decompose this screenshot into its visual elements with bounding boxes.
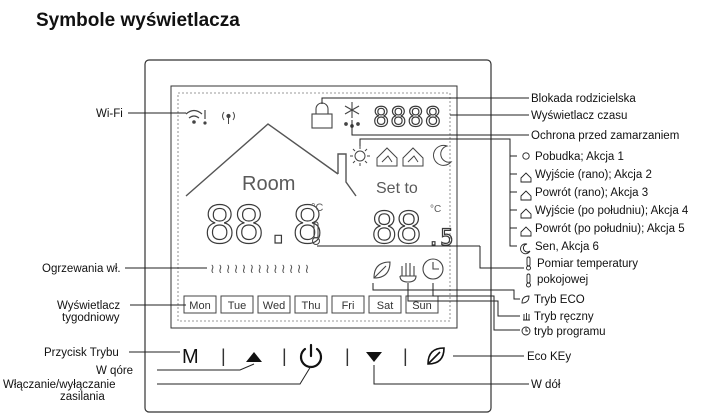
label-power-cut: zasilania — [60, 391, 105, 403]
day-label-fri: Fri — [342, 300, 355, 312]
house-outline — [185, 123, 357, 197]
label-temp-measure-2: pokojowej — [537, 274, 588, 286]
room-temperature: 88.8 — [204, 196, 321, 256]
label-mode-program: tryb programu — [534, 326, 606, 338]
day-box-sat — [368, 295, 402, 314]
day-label-wed: Wed — [263, 300, 285, 312]
label-mode-eco: Tryb ECO — [534, 294, 585, 306]
label-action-5: Powrót (po południu); Akcja 5 — [535, 223, 685, 235]
set-decimal: .5 — [427, 226, 454, 251]
action-list-icons — [520, 152, 532, 255]
sun-icon — [350, 146, 370, 166]
temp-measure-icons — [526, 256, 531, 288]
label-child-lock: Blokada rodzicielska — [531, 93, 636, 105]
separator-3: | — [345, 346, 350, 366]
room-unit: °C — [311, 202, 323, 214]
day-label-sat: Sat — [377, 300, 394, 312]
up-button[interactable] — [246, 352, 262, 362]
mode-button[interactable]: M — [182, 346, 199, 368]
label-mode-manual: Tryb ręczny — [534, 311, 594, 323]
day-box-thu — [294, 295, 328, 314]
antenna-icon — [222, 111, 235, 124]
label-time-display: Wyświetlacz czasu — [531, 110, 627, 122]
left-leaders — [125, 112, 312, 385]
label-weekday-cut: tygodniowy — [62, 312, 120, 324]
weekday-bar: Mon Tue Wed Thu Fri Sat Sun — [183, 295, 439, 314]
eco-key-button[interactable] — [427, 347, 445, 365]
label-heating: Ogrzewania wł. — [42, 263, 121, 275]
house-out-icon — [376, 147, 398, 167]
day-box-wed — [257, 295, 291, 314]
label-frost: Ochrona przed zamarzaniem — [531, 130, 679, 142]
day-box-sun — [405, 295, 439, 314]
clock-icon — [422, 258, 444, 280]
label-power: Włączanie/wyłączanie — [3, 379, 116, 391]
label-action-3: Powrót (rano); Akcja 3 — [535, 187, 648, 199]
right-leaders — [317, 97, 529, 385]
page-title: Symbole wyświetlacza — [36, 10, 240, 31]
day-box-tue — [220, 295, 254, 314]
eco-leaf-icon — [373, 261, 391, 279]
lcd-inner — [177, 92, 451, 322]
label-down: W dół — [531, 379, 561, 391]
label-action-6: Sen, Akcja 6 — [535, 241, 599, 253]
clock-display: 8888 — [373, 102, 442, 133]
separator-1: | — [221, 346, 226, 366]
label-up: W qóre — [96, 365, 133, 377]
day-label-mon: Mon — [189, 300, 210, 312]
label-weekday: Wyświetlacz — [57, 300, 120, 312]
label-action-4: Wyjście (po południu); Akcja 4 — [535, 205, 689, 217]
label-action-1: Pobudka; Akcja 1 — [535, 151, 624, 163]
room-label: Room — [242, 173, 295, 195]
label-temp-measure-1: Pomiar temperatury — [537, 258, 638, 270]
label-mode-button: Przycisk Trybu — [44, 347, 119, 359]
separator-4: | — [403, 346, 408, 366]
day-label-thu: Thu — [302, 300, 321, 312]
separator-2: | — [282, 346, 287, 366]
action-bracket — [510, 155, 517, 229]
heating-indicator: ≀≀≀≀≀≀≀≀≀≀≀≀≀ — [210, 262, 312, 277]
set-unit: °C — [430, 204, 441, 215]
set-label: Set to — [376, 180, 418, 197]
house-return-icon — [402, 147, 424, 167]
hand-icon — [399, 263, 417, 283]
day-label-sun: Sun — [412, 300, 432, 312]
thermometer-icon — [312, 221, 320, 245]
wifi-icon — [185, 109, 207, 125]
moon-icon — [433, 144, 453, 166]
label-wifi: Wi-Fi — [96, 108, 123, 120]
down-button[interactable] — [366, 352, 382, 362]
day-box-fri — [331, 295, 365, 314]
label-action-2: Wyjście (rano); Akcja 2 — [535, 169, 652, 181]
label-eco-key: Eco KEy — [527, 351, 571, 363]
mode-list-icons — [521, 295, 531, 336]
day-label-tue: Tue — [228, 300, 247, 312]
